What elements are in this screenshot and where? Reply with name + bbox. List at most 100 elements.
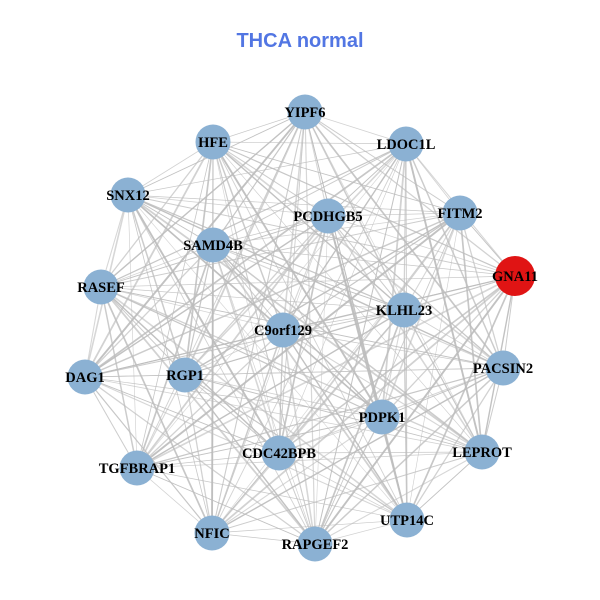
edge — [278, 275, 516, 454]
edge — [100, 286, 284, 331]
edge — [327, 215, 516, 277]
edge — [127, 194, 186, 376]
edge — [84, 376, 316, 545]
edge — [136, 141, 214, 469]
node-fitm2 — [442, 195, 478, 231]
edge — [403, 309, 408, 521]
node-label-samd4b: SAMD4B — [183, 238, 243, 254]
edge — [212, 244, 405, 311]
node-cdc42bpb — [261, 435, 297, 471]
edge — [136, 416, 383, 469]
node-label-cdc42bpb: CDC42BPB — [242, 446, 316, 462]
node-samd4b — [195, 227, 231, 263]
edge — [406, 367, 504, 521]
edge — [314, 275, 516, 545]
node-leprot — [464, 434, 500, 470]
edge — [84, 376, 280, 454]
node-label-nfic: NFIC — [194, 526, 229, 542]
edge — [127, 194, 516, 277]
edge — [84, 215, 329, 378]
edge — [184, 374, 483, 453]
edge — [459, 212, 504, 369]
edge — [211, 519, 408, 534]
node-rgp1 — [167, 357, 203, 393]
edge — [278, 212, 461, 454]
edge — [127, 194, 461, 214]
edge — [314, 416, 383, 545]
node-yipf6 — [287, 94, 323, 130]
edge — [304, 111, 461, 214]
edge — [100, 111, 306, 288]
edge — [100, 286, 186, 376]
edge — [282, 329, 483, 453]
edge — [136, 329, 284, 469]
edge — [100, 244, 214, 288]
edge — [278, 452, 408, 521]
edge — [211, 244, 214, 534]
edge — [100, 286, 405, 311]
edge — [184, 212, 461, 376]
edge — [100, 286, 408, 521]
node-snx12 — [110, 177, 146, 213]
edge — [405, 143, 504, 369]
edge — [381, 143, 407, 418]
edge — [212, 244, 408, 521]
edge — [212, 244, 284, 331]
edge — [212, 141, 329, 217]
edge — [127, 194, 138, 469]
edge — [211, 215, 329, 534]
edge — [381, 416, 408, 521]
edge — [100, 286, 316, 545]
edge — [403, 212, 461, 311]
node-dag1 — [67, 359, 103, 395]
edge — [84, 329, 284, 378]
edge — [136, 452, 280, 469]
edge — [212, 141, 407, 145]
edge — [127, 194, 408, 521]
edge — [84, 212, 461, 378]
edge — [381, 416, 483, 453]
edge — [127, 143, 407, 196]
edge — [304, 111, 407, 145]
node-label-fitm2: FITM2 — [437, 206, 482, 222]
edge — [100, 286, 483, 453]
node-label-ldoc1l: LDOC1L — [377, 137, 436, 153]
edge — [127, 194, 316, 545]
edge — [136, 451, 483, 469]
edge — [282, 111, 306, 331]
node-label-pacsin2: PACSIN2 — [473, 361, 533, 377]
edge — [211, 416, 383, 534]
edge — [278, 416, 383, 454]
edge — [84, 376, 483, 453]
edge — [100, 286, 504, 369]
node-label-klhl23: KLHL23 — [376, 303, 432, 319]
edge — [84, 376, 383, 418]
edge — [100, 286, 138, 469]
edge — [212, 244, 516, 277]
edge — [403, 309, 504, 369]
edge — [212, 244, 483, 453]
edge — [327, 215, 504, 369]
edge — [212, 244, 316, 545]
edge — [211, 367, 504, 534]
node-label-rgp1: RGP1 — [166, 368, 204, 384]
edge — [406, 275, 516, 521]
edge — [278, 451, 483, 454]
node-klhl23 — [386, 292, 422, 328]
edge — [212, 141, 516, 277]
node-layer — [67, 94, 535, 562]
edge — [314, 367, 504, 545]
edge — [327, 215, 405, 311]
edge — [184, 141, 214, 376]
edge — [211, 451, 483, 534]
edge — [127, 194, 213, 534]
node-pacsin2 — [485, 350, 521, 386]
edge — [84, 244, 214, 378]
node-label-leprot: LEPROT — [452, 445, 512, 461]
node-pcdhgb5 — [310, 198, 346, 234]
edge — [100, 275, 516, 288]
edge — [184, 374, 280, 454]
node-label-pdpk1: PDPK1 — [359, 410, 406, 426]
